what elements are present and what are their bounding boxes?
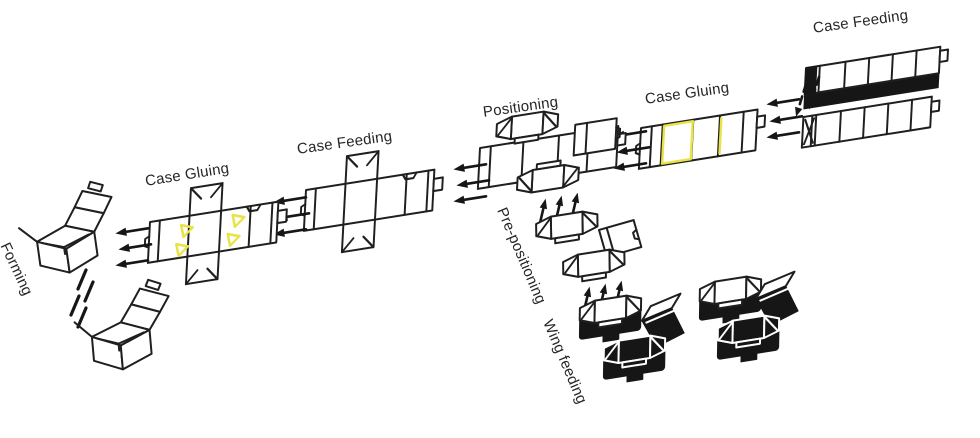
down-dashed-arrow-icon	[795, 82, 808, 117]
flow-arrows-5	[115, 227, 153, 268]
left-arrow-icon	[613, 162, 648, 171]
down-dashed-arrow-icon	[808, 75, 821, 110]
left-arrow-icon	[616, 146, 651, 155]
station-case-feeding-right-graphic	[800, 45, 950, 149]
station-positioning-graphic	[476, 108, 627, 196]
left-arrow-icon	[453, 163, 488, 172]
wing-stack-4	[716, 312, 781, 363]
wing-blank-1	[534, 208, 599, 248]
flow-arrows-1	[766, 98, 804, 140]
left-arrow-icon	[453, 195, 488, 204]
left-arrow-icon	[456, 179, 491, 188]
formed-box-1	[17, 180, 113, 274]
wing-stack-2	[602, 332, 667, 383]
wing-slab-2	[754, 270, 799, 326]
left-arrow-icon	[766, 98, 801, 107]
station-case-gluing-right-graphic	[634, 108, 767, 170]
wing-blank-2	[561, 246, 626, 286]
flow-arrows-3	[453, 163, 491, 204]
left-arrow-icon	[769, 115, 804, 124]
up-arrow-icon	[539, 198, 548, 223]
formed-box-2	[73, 278, 170, 371]
station-pre-positioning-graphic	[534, 192, 643, 286]
wing-stack-1	[578, 292, 643, 343]
feed-arrows-1	[539, 192, 580, 223]
station-wing-feeding-graphic	[578, 270, 799, 383]
left-arrow-icon	[115, 227, 150, 236]
station-case-gluing-left-graphic	[143, 182, 288, 286]
left-arrow-icon	[115, 259, 150, 268]
station-forming-graphic	[17, 180, 170, 371]
left-arrow-icon	[766, 131, 801, 140]
station-case-feeding-mid-graphic	[299, 150, 444, 254]
left-arrow-icon	[118, 243, 153, 252]
